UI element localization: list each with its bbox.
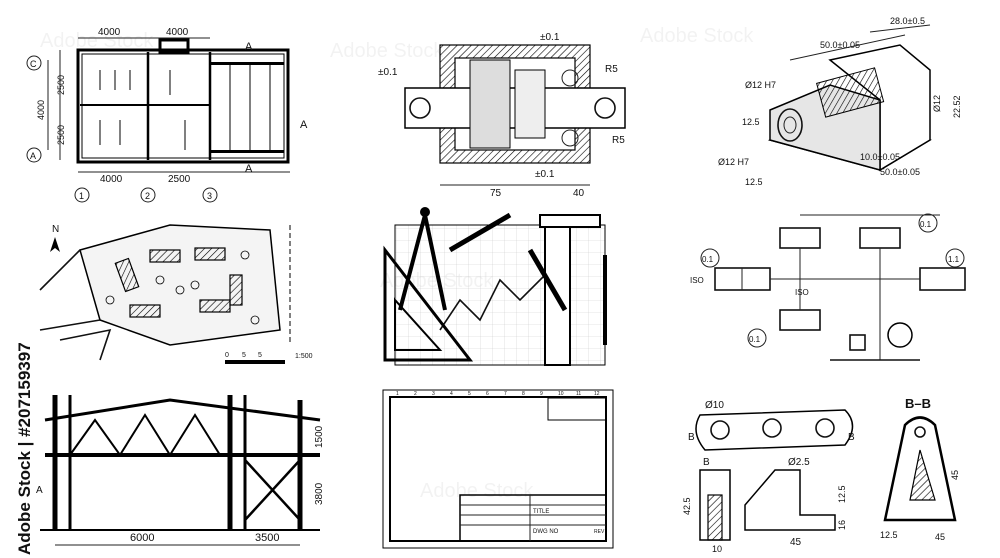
drafting-tools (383, 207, 607, 366)
section-mark: B (688, 432, 695, 443)
dim-text: 10.0±0.05 (860, 152, 900, 162)
title-block-text: REV (594, 529, 605, 535)
dim-text: Ø12 H7 (718, 157, 749, 167)
hydraulic-schematic: 0.1 0.1 1.1 0.1 ISO ISO (690, 213, 966, 361)
dim-text: 45 (790, 537, 802, 548)
section-mark: B (848, 432, 855, 443)
dim-text: 2500 (56, 75, 66, 95)
axis-letter: C (30, 59, 37, 69)
section-bb: B–B 45 12.5 45 (880, 396, 960, 542)
dim-text: 75 (490, 188, 502, 199)
sheet-column-number: 4 (450, 391, 453, 397)
axis-number: 3 (207, 191, 212, 201)
dim-text: 42.5 (682, 497, 692, 515)
dim-text: 10 (712, 544, 722, 554)
dim-text: 3800 (314, 482, 325, 505)
axis-number: 2 (145, 191, 150, 201)
north-arrow-icon (50, 237, 60, 252)
sheet-column-number: 3 (432, 391, 435, 397)
scale-tick: 5 (258, 352, 262, 359)
dim-text: ±0.1 (378, 67, 398, 78)
dim-text: 50.0±0.05 (820, 40, 860, 50)
dim-text: 22.52 (952, 95, 962, 118)
sheet-column-number: 5 (468, 391, 471, 397)
dim-text: 12.5 (745, 177, 763, 187)
dim-text: 45 (935, 532, 945, 542)
dim-text: Ø10 (705, 400, 724, 411)
sheet-column-number: 9 (540, 391, 543, 397)
ref-label: ISO (690, 276, 704, 285)
dim-text: 4000 (98, 27, 121, 38)
dim-text: 12.5 (880, 530, 898, 540)
ref-label: ISO (795, 288, 809, 297)
section-mark: B (703, 457, 710, 468)
site-plan: N 0 5 5 1:500 (39, 224, 313, 364)
section-mark: A (36, 485, 43, 496)
dim-text: Ø12 (932, 95, 942, 112)
ref-label: 0.1 (920, 220, 932, 229)
section-mark: A (245, 41, 253, 53)
bracket-part: Ø10 B B B Ø2.5 42.5 12.5 45 10 16 (682, 400, 855, 554)
dim-text: 2500 (168, 174, 191, 185)
title-block-text: TITLE (533, 509, 549, 515)
dim-text: R5 (605, 64, 618, 75)
section-mark: A (245, 163, 253, 175)
pencil-icon (527, 248, 568, 312)
side-watermark-text: Adobe Stock | #207159397 (15, 342, 34, 555)
dim-text: ±0.1 (540, 32, 560, 43)
dim-text: 3500 (255, 532, 279, 544)
sheet-column-number: 6 (486, 391, 489, 397)
sheet-column-number: 10 (558, 391, 564, 397)
scale-bar (225, 360, 285, 364)
dim-text: 4000 (100, 174, 123, 185)
sheet-column-number: 11 (576, 391, 581, 397)
dim-text: 4000 (36, 100, 46, 120)
isometric-part: 28.0±0.5 50.0±0.05 Ø12 H7 12.5 Ø12 H7 12… (718, 16, 962, 187)
dim-text: ±0.1 (535, 169, 555, 180)
ref-label: 0.1 (702, 255, 714, 264)
ref-label: 1.1 (948, 255, 960, 264)
dim-text: R5 (612, 135, 625, 146)
dim-text: 16 (837, 520, 847, 530)
dim-text: 4000 (166, 27, 189, 38)
axis-number: 1 (79, 191, 84, 201)
dim-text: 40 (573, 188, 585, 199)
dim-text: Ø12 H7 (745, 80, 776, 90)
section-title: B–B (905, 396, 931, 411)
dim-text: 12.5 (837, 485, 847, 503)
scale-tick: 0 (225, 352, 229, 359)
sheet-column-number: 7 (504, 391, 507, 397)
dim-text: 2500 (56, 125, 66, 145)
scale-tick: 5 (242, 352, 246, 359)
side-watermark: Adobe Stock | #207159397 (15, 342, 34, 555)
dim-text: Ø2.5 (788, 457, 810, 468)
dim-text: 45 (950, 470, 960, 480)
north-label: N (52, 224, 59, 235)
title-block-text: DWG NO (533, 529, 559, 535)
axis-letter: A (30, 151, 36, 161)
triangle-ruler-icon (383, 245, 474, 362)
dim-text: 28.0±0.5 (890, 16, 925, 26)
sheet-column-number: 2 (414, 391, 417, 397)
sheet-column-number: 8 (522, 391, 525, 397)
floor-plan: 4000 4000 2500 2500 4000 4000 2500 C A 1… (26, 27, 308, 203)
pump-icon (887, 322, 913, 348)
dim-text: 1500 (314, 425, 325, 448)
gearbox-section: ±0.1 ±0.1 R5 R5 ±0.1 75 40 (378, 32, 626, 199)
steel-frame: 6000 3500 1500 3800 A (36, 395, 325, 546)
dim-text: 6000 (130, 532, 154, 544)
dim-text: 12.5 (742, 117, 760, 127)
sheet-column-number: 12 (594, 391, 600, 397)
ref-label: 0.1 (749, 335, 761, 344)
compass-icon (398, 207, 447, 311)
scale-text: 1:500 (295, 353, 313, 360)
dim-text: 50.0±0.05 (880, 167, 920, 177)
sheet-column-number: 1 (396, 391, 399, 397)
section-mark: A (300, 119, 308, 131)
pen-icon (448, 212, 512, 253)
